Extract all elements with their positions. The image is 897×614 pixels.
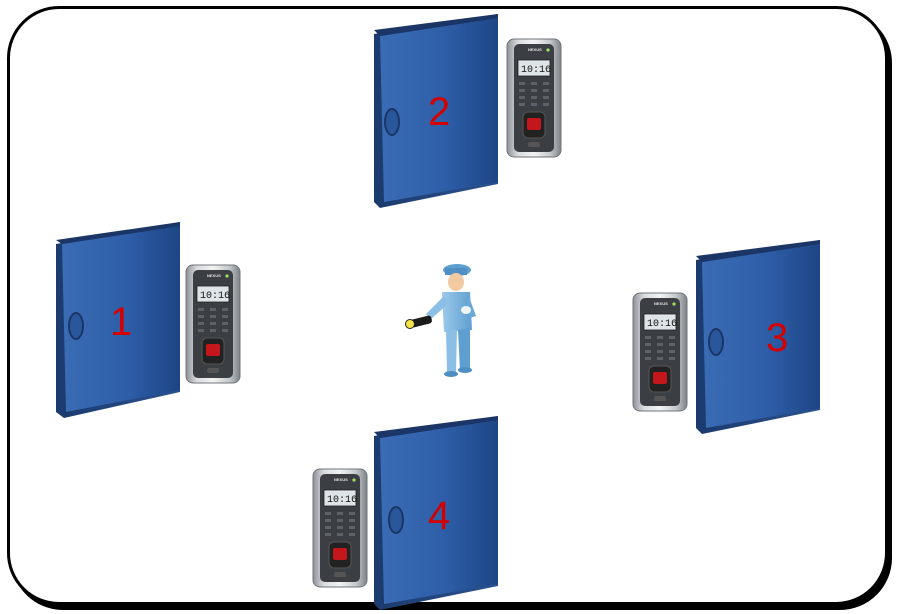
door-1: 1	[56, 222, 186, 418]
fingerprint-reader-1: NEXUS 10:16	[185, 264, 241, 384]
fingerprint-reader-icon: NEXUS 10:16	[185, 264, 241, 384]
door-3: 3	[696, 240, 826, 434]
door-number: 2	[428, 92, 450, 132]
door-4: 4	[374, 416, 504, 610]
reader-brand: NEXUS	[528, 47, 542, 52]
reader-brand: NEXUS	[207, 273, 221, 278]
reader-clock: 10:16	[327, 495, 357, 506]
fingerprint-reader-icon: NEXUS 10:16	[632, 292, 688, 412]
reader-clock: 10:16	[521, 65, 551, 76]
reader-brand: NEXUS	[654, 301, 668, 306]
door-2: 2	[374, 14, 504, 208]
reader-brand: NEXUS	[334, 477, 348, 482]
reader-clock: 10:16	[200, 291, 230, 302]
fingerprint-reader-4: NEXUS 10:16	[312, 468, 368, 588]
reader-clock: 10:16	[647, 319, 677, 330]
fingerprint-reader-icon: NEXUS 10:16	[312, 468, 368, 588]
door-number: 1	[110, 302, 132, 342]
door-icon	[696, 240, 826, 434]
fingerprint-reader-2: NEXUS 10:16	[506, 38, 562, 158]
security-guard	[404, 262, 492, 380]
door-number: 4	[428, 496, 450, 536]
fingerprint-reader-3: NEXUS 10:16	[632, 292, 688, 412]
fingerprint-reader-icon: NEXUS 10:16	[506, 38, 562, 158]
door-number: 3	[766, 318, 788, 358]
flashlight-icon	[404, 314, 434, 330]
